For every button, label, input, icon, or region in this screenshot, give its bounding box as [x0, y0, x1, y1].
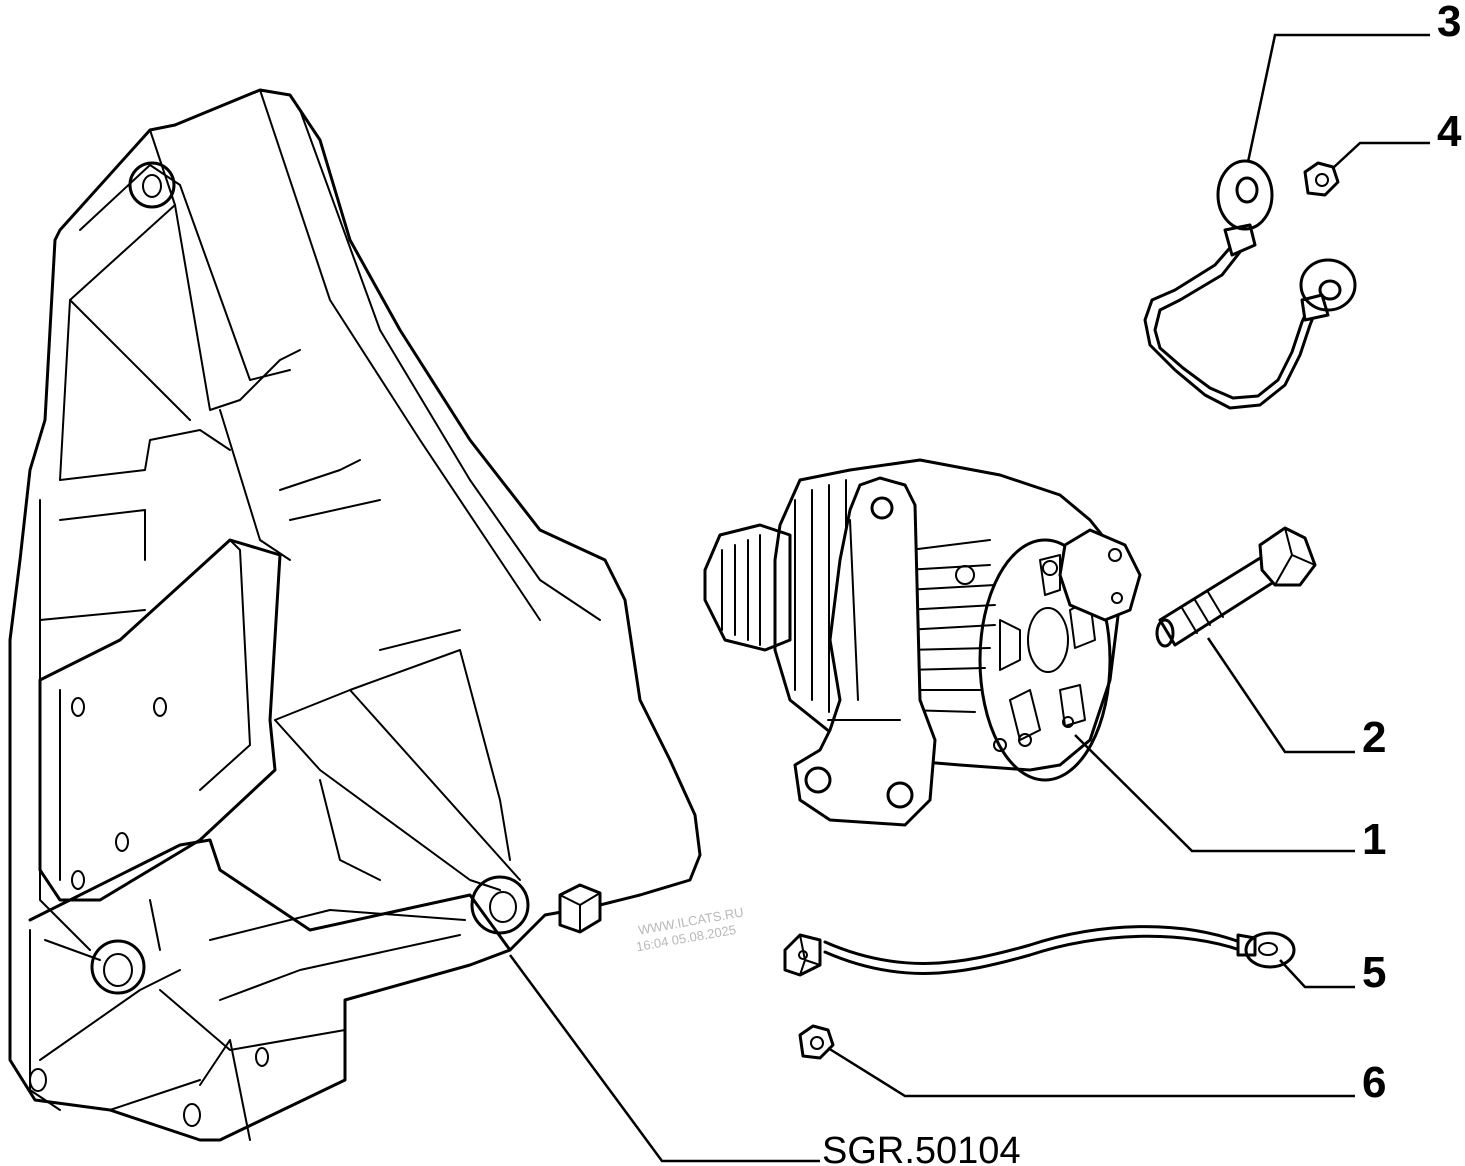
callout-4: 4: [1437, 107, 1462, 156]
callout-5: 5: [1362, 948, 1386, 997]
leader-line-3: [1246, 33, 1430, 163]
bracket-icon: [8, 88, 702, 1142]
watermark: WWW.ILCATS.RU 16:04 05.08.2025: [635, 904, 745, 954]
leader-line-2: [1206, 637, 1355, 754]
callout-2: 2: [1362, 713, 1386, 762]
leader-line-ref: [508, 954, 820, 1163]
group-reference-label: SGR.50104: [822, 1130, 1021, 1166]
ground-cable-icon: [783, 925, 1296, 977]
bolt-icon: [1155, 526, 1317, 648]
alternator-icon: [703, 458, 1142, 827]
callout-6: 6: [1362, 1058, 1386, 1107]
earth-strap-icon: [1143, 159, 1357, 410]
leader-line-6: [827, 1046, 1355, 1098]
nut-icon: [1303, 161, 1340, 197]
leader-line-5: [1279, 959, 1355, 989]
callout-3: 3: [1437, 0, 1461, 46]
leader-line-4: [1332, 141, 1430, 169]
nut-icon: [798, 1024, 835, 1060]
leader-line-1: [1074, 734, 1355, 853]
callout-1: 1: [1362, 815, 1386, 864]
